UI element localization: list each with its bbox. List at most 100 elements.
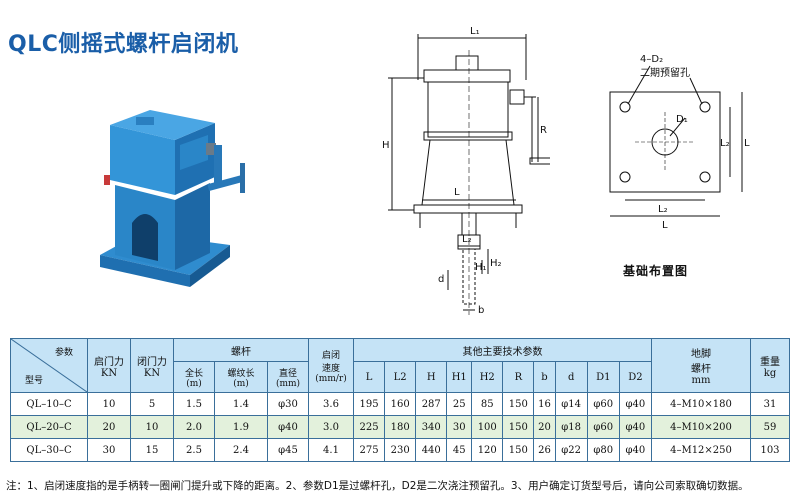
header-col-D2: D2: [618, 361, 653, 393]
header-col-H1: H1: [446, 361, 473, 393]
cell-H: 287: [415, 392, 448, 416]
cell-b: 26: [533, 438, 556, 462]
cell-L2: 230: [384, 438, 417, 462]
header-col-D1: D1: [586, 361, 620, 393]
cell-D2: φ40: [618, 438, 653, 462]
cell-H2: 85: [471, 392, 504, 416]
label-L2-horizontal: L₂: [658, 204, 668, 215]
cell-thread-length: 2.4: [214, 438, 268, 462]
label-b: b: [478, 305, 484, 316]
label-d: d: [438, 274, 444, 285]
cell-open-force: 30: [87, 438, 131, 462]
cell-close-force: 5: [130, 392, 174, 416]
cell-L: 195: [352, 392, 386, 416]
cell-D2: φ40: [618, 415, 653, 439]
cell-close-force: 10: [130, 415, 174, 439]
cell-total-length: 2.5: [173, 438, 215, 462]
cell-weight: 59: [750, 415, 790, 439]
cell-diameter: φ30: [267, 392, 309, 416]
cell-model: QL–30–C: [10, 438, 88, 462]
cell-H1: 25: [446, 392, 473, 416]
header-anchor: 地脚 螺杆 mm: [651, 338, 751, 393]
header-speed: 启闭 速度 (mm/r): [308, 338, 354, 393]
cell-total-length: 1.5: [173, 392, 215, 416]
cell-H: 340: [415, 415, 448, 439]
cell-model: QL–20–C: [10, 415, 88, 439]
table-row: QL–30–C 30 15 2.5 2.4 φ45 4.1 275 230 44…: [10, 438, 790, 462]
cell-weight: 103: [750, 438, 790, 462]
label-H1: H₁: [475, 262, 487, 273]
cell-H: 440: [415, 438, 448, 462]
label-L: L: [454, 187, 460, 198]
cell-open-force: 20: [87, 415, 131, 439]
page-title: QLC侧摇式螺杆启闭机: [8, 32, 239, 57]
header-open-force: 启门力 KN: [87, 338, 131, 393]
cell-thread-length: 1.9: [214, 415, 268, 439]
header-total-length: 全长 (m): [173, 361, 215, 393]
label-D1: D₁: [676, 114, 688, 125]
cell-d: φ14: [554, 392, 588, 416]
cell-R: 150: [502, 415, 535, 439]
label-L-vertical: L: [744, 138, 750, 149]
foundation-caption: 基础布置图: [623, 264, 689, 278]
header-col-L: L: [352, 361, 386, 393]
cell-d: φ22: [554, 438, 588, 462]
cell-open-force: 10: [87, 392, 131, 416]
table-row: QL–10–C 10 5 1.5 1.4 φ30 3.6 195 160 287…: [10, 392, 790, 416]
label-R: R: [540, 125, 547, 136]
footnote: 注：1、启闭速度指的是手柄转一圈闸门提升或下降的距离。2、参数D1是过螺杆孔，D…: [6, 480, 749, 492]
foundation-layout-drawing: D₁ 4–D₂ 二期预留孔 L₂ L L₂ L: [609, 54, 750, 230]
header-param: 参数: [54, 348, 73, 358]
cell-H1: 30: [446, 415, 473, 439]
cell-close-force: 15: [130, 438, 174, 462]
cell-H1: 45: [446, 438, 473, 462]
cell-D1: φ60: [586, 415, 620, 439]
cell-L: 225: [352, 415, 386, 439]
cell-total-length: 2.0: [173, 415, 215, 439]
cell-speed: 4.1: [308, 438, 354, 462]
side-elevation-drawing: L₁ H R L L₂ H₂ H₁ d b: [382, 26, 550, 316]
cell-speed: 3.0: [308, 415, 354, 439]
header-weight: 重量 kg: [750, 338, 790, 393]
cell-D1: φ80: [586, 438, 620, 462]
table-row: QL–20–C 20 10 2.0 1.9 φ40 3.0 225 180 34…: [10, 415, 790, 439]
header-col-H: H: [415, 361, 448, 393]
label-L-horizontal: L: [662, 220, 668, 230]
header-diameter: 直径 (mm): [267, 361, 309, 393]
cell-diameter: φ40: [267, 415, 309, 439]
cell-weight: 31: [750, 392, 790, 416]
cell-diameter: φ45: [267, 438, 309, 462]
header-col-L2: L2: [384, 361, 417, 393]
cell-R: 150: [502, 438, 535, 462]
cell-L: 275: [352, 438, 386, 462]
cell-anchor: 4–M10×180: [651, 392, 751, 416]
cell-anchor: 4–M10×200: [651, 415, 751, 439]
cell-R: 150: [502, 392, 535, 416]
label-L2-vertical: L₂: [720, 138, 730, 149]
label-holes: 4–D₂: [640, 54, 663, 65]
header-close-force: 闭门力 KN: [130, 338, 174, 393]
cell-D2: φ40: [618, 392, 653, 416]
header-col-H2: H2: [471, 361, 504, 393]
header-col-R: R: [502, 361, 535, 393]
header-thread-length: 螺纹长 (m): [214, 361, 268, 393]
header-col-b: b: [533, 361, 556, 393]
header-model: 型号: [25, 376, 44, 386]
label-L1: L₁: [470, 26, 480, 37]
label-H: H: [382, 140, 390, 151]
cell-b: 16: [533, 392, 556, 416]
header-diagonal-cell: 参数 型号: [10, 338, 88, 393]
cell-L2: 180: [384, 415, 417, 439]
spec-table: 参数 型号 启门力 KN 闭门力 KN 螺杆 启闭 速度 (mm/r) 其他主要…: [10, 338, 790, 462]
cell-anchor: 4–M12×250: [651, 438, 751, 462]
cell-b: 20: [533, 415, 556, 439]
label-H2: H₂: [490, 258, 502, 269]
cell-D1: φ60: [586, 392, 620, 416]
cell-d: φ18: [554, 415, 588, 439]
cell-thread-length: 1.4: [214, 392, 268, 416]
product-photo: [100, 110, 245, 287]
cell-model: QL–10–C: [10, 392, 88, 416]
cell-L2: 160: [384, 392, 417, 416]
cell-speed: 3.6: [308, 392, 354, 416]
header-screw: 螺杆: [173, 338, 309, 362]
